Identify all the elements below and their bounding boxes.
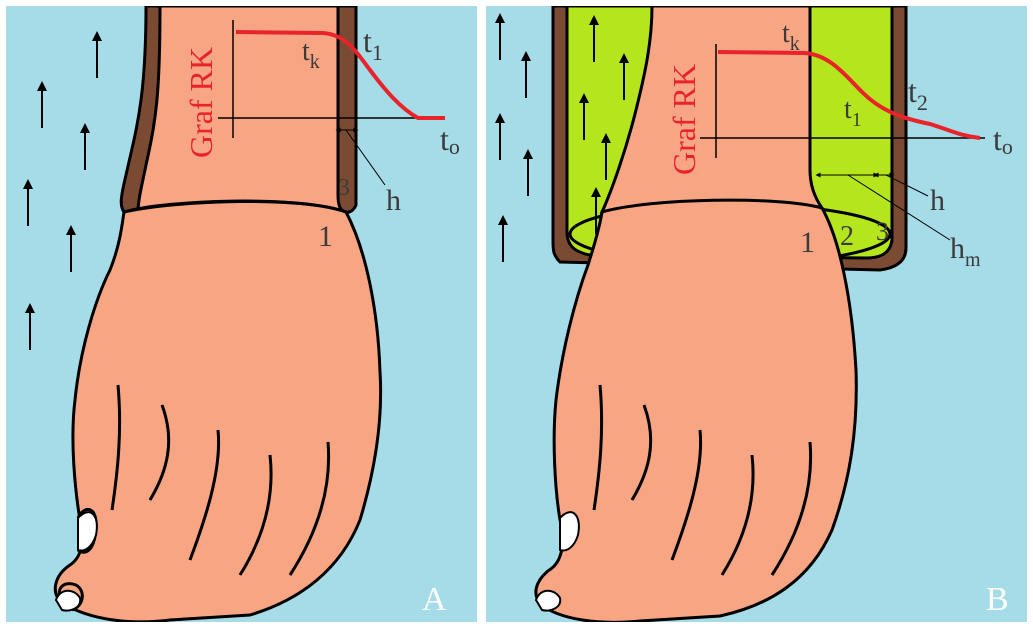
label-layer-3-b: 3	[876, 217, 889, 246]
label-layer-3-a: 3	[338, 175, 350, 201]
graph-title-a: Graf RK	[183, 47, 219, 158]
label-h-a: h	[386, 184, 401, 217]
panel-a: Graf RK tk t1 to h 3 1 A	[6, 6, 477, 622]
fingernail-a	[56, 591, 80, 611]
label-layer-2-b: 2	[840, 221, 854, 252]
graph-title-b: Graf RK	[666, 64, 702, 175]
forearm-a	[138, 6, 345, 212]
panel-b: Graf RK tk t1 t2 to h hm 1 2 3 B	[486, 6, 1027, 622]
label-layer-1-a: 1	[318, 220, 333, 253]
panel-letter-a: A	[422, 581, 447, 618]
fingernail-b	[536, 591, 560, 611]
label-layer-1-b: 1	[800, 226, 815, 259]
panel-letter-b: B	[986, 581, 1009, 618]
panel-divider	[477, 0, 486, 628]
label-h-b: h	[930, 184, 945, 217]
